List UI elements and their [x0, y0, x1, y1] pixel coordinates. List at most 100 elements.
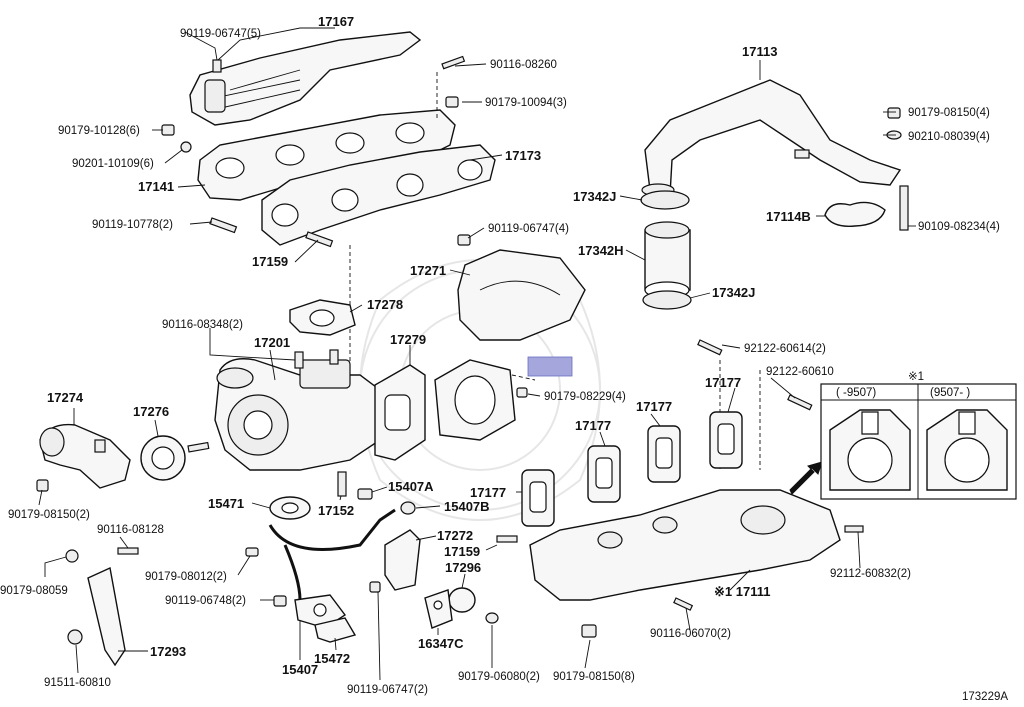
gasket-17276[interactable] — [140, 435, 210, 481]
nut-90179-08150-2[interactable] — [36, 479, 49, 492]
label-17274[interactable]: 17274 — [47, 390, 84, 405]
nuts-bottom[interactable] — [369, 581, 694, 638]
label-90119-06748-2[interactable]: 90119-06748(2) — [165, 595, 246, 607]
label-17296[interactable]: 17296 — [445, 560, 481, 575]
label-17173[interactable]: 17173 — [505, 148, 541, 163]
label-90179-08150-8[interactable]: 90179-08150(8) — [553, 671, 635, 683]
label-17141[interactable]: 17141 — [138, 179, 174, 194]
exhaust-outlet[interactable] — [434, 359, 516, 441]
label-17276[interactable]: 17276 — [133, 404, 169, 419]
gasket-17296[interactable] — [448, 587, 476, 613]
fasteners-top[interactable] — [161, 55, 466, 248]
inset-col-right: (9507- ) — [930, 387, 970, 399]
label-92122-60614-2[interactable]: 92122-60614(2) — [744, 343, 826, 355]
heat-insulator-17167[interactable] — [189, 31, 422, 126]
label-17342j-bottom[interactable]: 17342J — [712, 285, 755, 300]
label-17271[interactable]: 17271 — [410, 263, 446, 278]
gasket-15471[interactable] — [269, 496, 311, 520]
gasket-17177-4[interactable] — [709, 411, 743, 469]
label-15407b[interactable]: 15407B — [444, 499, 490, 514]
reference-code: 173229A — [962, 691, 1008, 703]
gasket-17177-3[interactable] — [647, 425, 681, 483]
label-17177-d[interactable]: 17177 — [470, 485, 506, 500]
label-90179-06080-2[interactable]: 90179-06080(2) — [458, 671, 540, 683]
label-91511-60810[interactable]: 91511-60810 — [44, 677, 111, 689]
label-90179-08150-4[interactable]: 90179-08150(4) — [908, 107, 990, 119]
label-90210-08039-4[interactable]: 90210-08039(4) — [908, 131, 990, 143]
washer-15407b[interactable] — [400, 501, 416, 515]
label-90179-10128-6[interactable]: 90179-10128(6) — [58, 125, 140, 137]
stud-17152[interactable] — [337, 471, 347, 497]
label-15407[interactable]: 15407 — [282, 662, 318, 677]
highlight-marker[interactable] — [527, 356, 573, 377]
plate-16347c[interactable] — [424, 589, 453, 629]
label-17278[interactable]: 17278 — [367, 297, 403, 312]
label-17159-bottom[interactable]: 17159 — [444, 544, 480, 559]
label-90119-10778-2[interactable]: 90119-10778(2) — [92, 219, 173, 231]
gasket-17177-1[interactable] — [521, 469, 555, 527]
label-17293[interactable]: 17293 — [150, 644, 186, 659]
label-90116-06070-2[interactable]: 90116-06070(2) — [650, 628, 731, 640]
label-90179-08150-2[interactable]: 90179-08150(2) — [8, 509, 90, 521]
label-17177-a[interactable]: 17177 — [705, 375, 741, 390]
label-17342h[interactable]: 17342H — [578, 243, 624, 258]
label-17113[interactable]: 17113 — [742, 44, 777, 59]
bracket-17272[interactable] — [384, 529, 518, 591]
gasket-17278[interactable] — [289, 299, 356, 336]
label-90179-10094-3[interactable]: 90179-10094(3) — [485, 97, 567, 109]
stud-90109[interactable] — [899, 185, 909, 231]
oil-pipe-15407[interactable] — [268, 508, 396, 629]
label-17114b[interactable]: 17114B — [766, 209, 811, 224]
label-90119-06747-2[interactable]: 90119-06747(2) — [347, 684, 428, 696]
label-90116-08128[interactable]: 90116-08128 — [97, 524, 164, 536]
label-17111[interactable]: ※1 17111 — [714, 584, 770, 599]
label-17152[interactable]: 17152 — [318, 503, 354, 518]
stay-17293[interactable] — [65, 547, 139, 667]
nut-90179-08229[interactable] — [516, 387, 528, 398]
label-17159-top[interactable]: 17159 — [252, 254, 288, 269]
gasket-17177-2[interactable] — [587, 445, 621, 503]
gasket-17114b[interactable] — [824, 201, 886, 227]
label-90179-08229-4[interactable]: 90179-08229(4) — [544, 391, 626, 403]
label-15472[interactable]: 15472 — [314, 651, 350, 666]
label-16347c[interactable]: 16347C — [418, 636, 464, 651]
air-tube-17113[interactable] — [641, 79, 902, 197]
leader-lines — [38, 27, 916, 681]
elbow-17274[interactable] — [39, 423, 131, 489]
label-90116-08260[interactable]: 90116-08260 — [490, 59, 557, 71]
label-17177-c[interactable]: 17177 — [575, 418, 611, 433]
label-90179-08059[interactable]: 90179-08059 — [0, 585, 68, 597]
label-17177-b[interactable]: 17177 — [636, 399, 672, 414]
gasket-17279[interactable] — [374, 364, 426, 461]
label-17201[interactable]: 17201 — [254, 335, 290, 350]
label-17272[interactable]: 17272 — [437, 528, 473, 543]
direction-arrow-icon — [789, 461, 823, 495]
label-90119-06747-4[interactable]: 90119-06747(4) — [488, 223, 569, 235]
label-15471[interactable]: 15471 — [208, 496, 244, 511]
label-90116-08348-2[interactable]: 90116-08348(2) — [162, 319, 243, 331]
label-15407a[interactable]: 15407A — [388, 479, 434, 494]
label-17279[interactable]: 17279 — [390, 332, 426, 347]
gasket-15472[interactable] — [314, 617, 357, 643]
studs-92122[interactable] — [697, 339, 813, 411]
clamps-17342j[interactable] — [640, 190, 692, 310]
part-labels: 17167 90119-06747(5) 90116-08260 90179-1… — [0, 14, 1008, 703]
manifold-gasket-17173[interactable] — [261, 144, 496, 246]
small-parts-left[interactable] — [245, 547, 287, 607]
label-17342j-top[interactable]: 17342J — [573, 189, 616, 204]
turbo-insulator-17271[interactable] — [457, 234, 586, 341]
label-17167[interactable]: 17167 — [318, 14, 354, 29]
label-90201-10109-6[interactable]: 90201-10109(6) — [72, 158, 154, 170]
turbocharger-17201[interactable] — [214, 349, 381, 471]
label-92112-60832-2[interactable]: 92112-60832(2) — [830, 568, 911, 580]
intake-manifold-17111[interactable] — [529, 489, 864, 601]
nuts-right-top[interactable] — [886, 107, 902, 140]
label-90119-06747-5[interactable]: 90119-06747(5) — [180, 28, 261, 40]
label-90179-08012-2[interactable]: 90179-08012(2) — [145, 571, 227, 583]
label-90109-08234-4[interactable]: 90109-08234(4) — [918, 221, 1000, 233]
bolt-15407a[interactable] — [357, 488, 373, 500]
hose-17342h[interactable] — [644, 221, 691, 299]
label-92122-60610[interactable]: 92122-60610 — [766, 366, 834, 378]
